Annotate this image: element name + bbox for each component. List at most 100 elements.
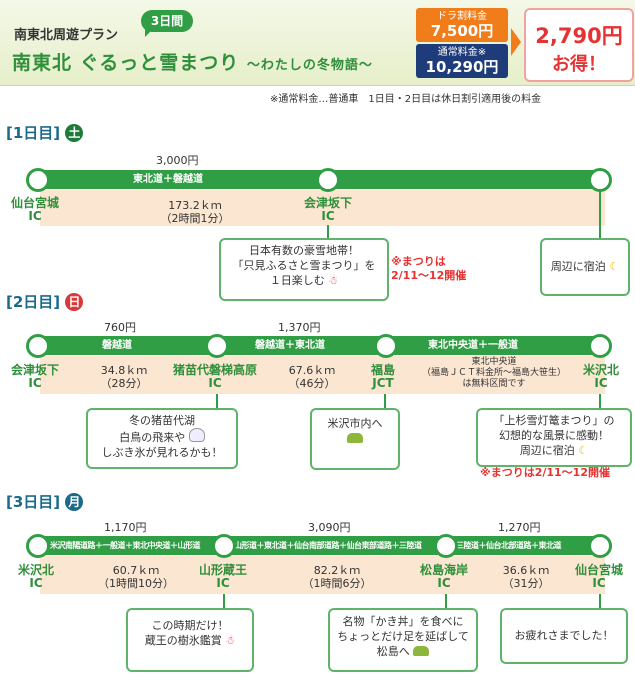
- day2-bubble1-line1: 冬の猪苗代湖: [129, 414, 195, 427]
- day3-ic3-type: IC: [437, 576, 451, 590]
- day3-node-1: [26, 534, 50, 558]
- swan-icon: [188, 428, 205, 442]
- day2-connector1: [216, 394, 218, 408]
- day1-festival-note: ※まつりは 2/11〜12開催: [391, 255, 466, 283]
- day3-bubble-end: お疲れさまでした！: [500, 608, 628, 664]
- day2-ic3-type: JCT: [372, 376, 394, 390]
- day2-free-note: 東北中央道 （福島ＪＣＴ料金所〜福島大笹生） は無料区間です: [404, 357, 584, 390]
- day3-connector1: [223, 594, 225, 608]
- day2-road1: 磐越道: [102, 340, 132, 351]
- savings-value: 2,790円: [535, 24, 623, 48]
- day3-weekday: 月: [65, 493, 84, 511]
- snowman-icon: ☃: [225, 634, 236, 647]
- day2-band: [40, 356, 605, 394]
- plan-title-main: 南東北 ぐるっと雪まつり: [12, 52, 240, 74]
- day3-node-2: [212, 534, 236, 558]
- day3-ic3: 松島海岸 IC: [410, 564, 478, 590]
- day1-connector: [327, 225, 329, 238]
- day1-price: 3,000円: [156, 154, 199, 167]
- day3-time1: （1時間10分）: [98, 577, 174, 590]
- day2-ic1-type: IC: [28, 376, 42, 390]
- day3-bubble2-line1: 名物「かき丼」を食べに: [342, 615, 464, 628]
- day3-ic2-type: IC: [216, 576, 230, 590]
- day3-time2: （1時間6分）: [302, 577, 372, 590]
- day3-distance2: 82.2ｋｍ （1時間6分）: [285, 564, 389, 590]
- day2-bubble1-line2: 白鳥の飛来や: [119, 431, 186, 444]
- dora-price-label: ドラ割料金: [437, 11, 487, 22]
- day1-bubble-tadami: 日本有数の豪雪地帯！ 「只見ふるさと雪まつり」を １日楽しむ ☃: [219, 238, 389, 301]
- day1-node-end: [588, 168, 612, 192]
- day3-node-3: [434, 534, 458, 558]
- day2-bubble-uesugi: 「上杉雪灯篭まつり」の 幻想的な風景に感動！ 周辺に宿泊 ☾: [476, 408, 632, 467]
- day1-bubble-line2: 「只見ふるさと雪まつり」を: [232, 259, 376, 272]
- day3-dist3: 36.6ｋｍ: [502, 564, 550, 577]
- day1-road: 東北道＋磐越道: [133, 174, 203, 185]
- day3-bubble-matsushima: 名物「かき丼」を食べに ちょっとだけ足を延ばして 松島へ: [328, 608, 478, 672]
- day1-band: [40, 190, 605, 226]
- day3-price3: 1,270円: [498, 521, 541, 534]
- day2-festival-note: ※まつりは2/11〜12開催: [480, 466, 610, 479]
- day2-ic2: 猪苗代磐梯高原 IC: [160, 364, 270, 390]
- day3-connector2: [445, 594, 447, 608]
- day1-end-ic: 会津坂下 IC: [296, 197, 360, 223]
- day1-stay-text: 周辺に宿泊: [550, 260, 606, 273]
- day3-route-bar: [28, 536, 610, 555]
- day3-ic1-type: IC: [29, 576, 43, 590]
- day3-ic4-name: 仙台宮城: [574, 563, 623, 577]
- savings-text: お得！: [552, 54, 606, 75]
- day2-ic3-name: 福島: [370, 363, 395, 377]
- day3-road3: 三陸道＋仙台北部道路＋東北道: [456, 541, 562, 550]
- day2-ic2-name: 猪苗代磐梯高原: [172, 363, 257, 377]
- day2-price1: 760円: [104, 321, 136, 334]
- day3-price2: 3,090円: [308, 521, 351, 534]
- day2-bubble1-line3: しぶき氷が見れるかも！: [101, 446, 223, 459]
- day1-bubble-line3: １日楽しむ: [269, 274, 325, 287]
- day1-start-ic: 仙台宮城 IC: [4, 197, 66, 223]
- day2-distance1: 34.8ｋｍ （28分）: [82, 364, 166, 390]
- car-icon: [413, 646, 430, 656]
- day1-start-ic-name: 仙台宮城: [10, 196, 59, 210]
- day3-distance3: 36.6ｋｍ （31分）: [486, 564, 566, 590]
- day1-label: [1日目] 土: [6, 122, 84, 143]
- day2-connector3: [599, 394, 601, 408]
- day2-time1: （28分）: [100, 377, 148, 390]
- days-badge: 3日間: [141, 10, 193, 37]
- day2-label-text: [2日目]: [6, 293, 61, 311]
- day1-node-start: [26, 168, 50, 192]
- day2-distance2: 67.6ｋｍ （46分）: [270, 364, 354, 390]
- plan-title: 南東北 ぐるっと雪まつり 〜わたしの冬物語〜: [12, 48, 373, 75]
- day2-ic1-name: 会津坂下: [10, 363, 59, 377]
- arrow-right-icon: [511, 28, 521, 56]
- day2-node-4: [588, 334, 612, 358]
- day3-ic4-type: IC: [592, 576, 606, 590]
- day3-bubble2-line2: ちょっとだけ足を延ばして: [337, 630, 469, 643]
- day3-bubble-zao: この時期だけ！ 蔵王の樹氷鑑賞 ☃: [126, 608, 254, 672]
- day2-connector2: [384, 394, 386, 408]
- day3-ic2-name: 山形蔵王: [198, 563, 247, 577]
- day1-bubble-stay: 周辺に宿泊 ☾: [540, 238, 630, 296]
- moon-icon: ☾: [609, 260, 620, 273]
- day1-bubble-line1: 日本有数の豪雪地帯！: [249, 244, 359, 257]
- day1-time: （2時間1分）: [160, 212, 230, 225]
- day3-dist1: 60.7ｋｍ: [112, 564, 160, 577]
- plan-subtitle: 南東北周遊プラン: [14, 28, 119, 43]
- day3-label: [3日目] 月: [6, 491, 84, 512]
- day2-bubble3-line1: 「上杉雪灯篭まつり」の: [493, 414, 615, 427]
- day2-weekday: 日: [65, 293, 84, 311]
- day2-ic4: 米沢北 IC: [574, 364, 628, 390]
- normal-price-box: 通常料金※ 10,290円: [416, 44, 508, 78]
- day1-start-ic-type: IC: [28, 209, 42, 223]
- day2-road3: 東北中央道＋一般道: [428, 340, 518, 351]
- snowman-icon: ☃: [328, 274, 339, 287]
- day2-node-2: [205, 334, 229, 358]
- normal-price-value: 10,290円: [425, 58, 499, 76]
- day2-dist2: 67.6ｋｍ: [288, 364, 336, 377]
- day1-label-text: [1日目]: [6, 124, 61, 142]
- plan-title-sub: 〜わたしの冬物語〜: [246, 58, 373, 73]
- day3-band: [40, 556, 605, 594]
- day2-free-note-line1: 東北中央道: [471, 357, 517, 367]
- day1-end-connector: [599, 190, 601, 238]
- day3-price1: 1,170円: [104, 521, 147, 534]
- day3-ic2: 山形蔵王 IC: [190, 564, 256, 590]
- day2-ic4-type: IC: [594, 376, 608, 390]
